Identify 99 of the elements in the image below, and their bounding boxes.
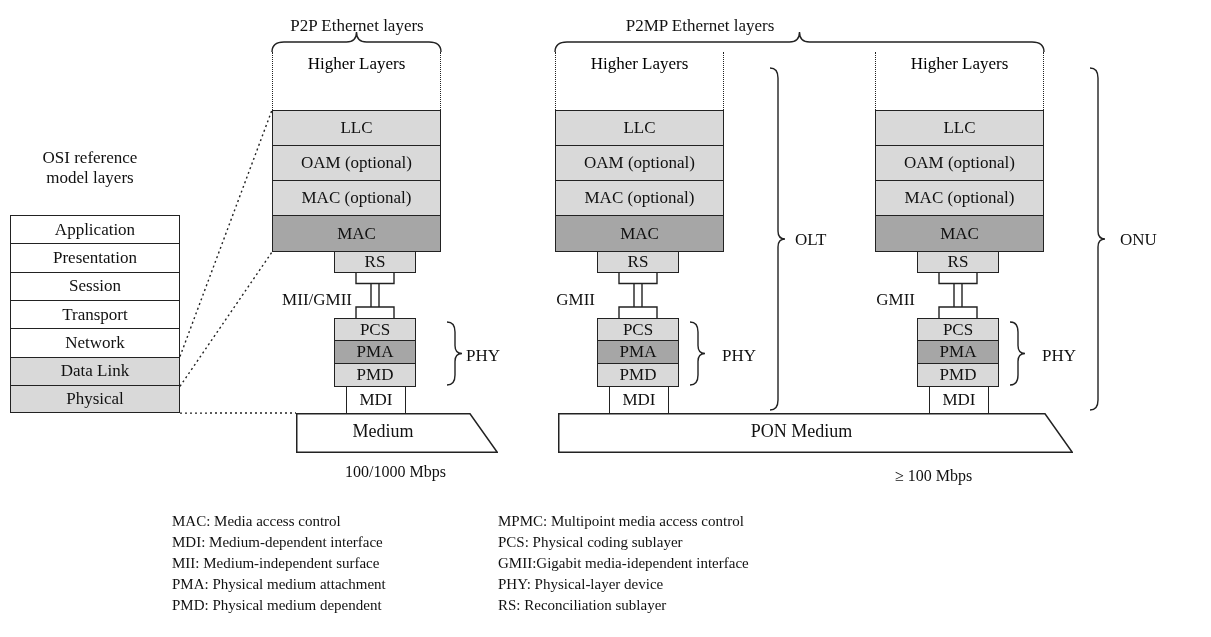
layer-label: PCS <box>942 319 974 340</box>
interface-connector <box>355 271 395 319</box>
layer-label: PMD <box>619 364 657 385</box>
abbreviation-note: PMA: Physical medium attachment <box>172 575 386 593</box>
layer-box <box>917 318 999 342</box>
layer-label: LLC <box>340 118 373 139</box>
layer-label: RS <box>364 251 386 272</box>
edge-label: MII/GMII <box>282 290 352 311</box>
text-label: P2MP Ethernet layers <box>624 16 776 37</box>
layer-label: PMA <box>619 342 657 363</box>
layer-label: Presentation <box>52 248 137 269</box>
layer-label: PCS <box>359 319 391 340</box>
layer-box <box>555 110 724 147</box>
edge-label: GMII <box>556 290 595 311</box>
abbreviation-note: MII: Medium-independent surface <box>172 554 380 572</box>
layer-label: RS <box>947 251 969 272</box>
layer-box <box>875 215 1044 252</box>
abbreviation-note: PMD: Physical medium dependent <box>172 596 382 614</box>
layer-label: MDI <box>942 389 976 410</box>
abbreviation-note: PCS: Physical coding sublayer <box>498 533 683 551</box>
layer-label: PMD <box>939 364 977 385</box>
layer-box <box>555 215 724 252</box>
layer-box <box>917 250 999 273</box>
layer-label: OAM (optional) <box>301 153 412 174</box>
layer-box <box>597 340 679 365</box>
layer-label: MAC <box>337 223 376 244</box>
layer-box <box>555 180 724 217</box>
layer-label: LLC <box>943 118 976 139</box>
layer-box <box>597 363 679 387</box>
medium-label: PON Medium <box>750 421 853 441</box>
layer-box <box>917 340 999 365</box>
layer-box <box>272 145 441 182</box>
layer-label: OAM (optional) <box>584 153 695 174</box>
layer-box <box>334 363 416 387</box>
layer-label: PCS <box>622 319 654 340</box>
text-label: PHY <box>466 346 500 367</box>
layer-label: Transport <box>62 304 128 325</box>
text-label: OLT <box>795 230 827 251</box>
layer-label: MDI <box>622 389 656 410</box>
layer-box <box>272 215 441 252</box>
speed-label: 100/1000 Mbps <box>345 462 446 482</box>
text-label: ONU <box>1120 230 1157 251</box>
layer-box <box>10 215 180 245</box>
layer-label: PMA <box>356 342 394 363</box>
layer-label: MDI <box>359 389 393 410</box>
text-label: PHY <box>1042 346 1076 367</box>
medium-label: Medium <box>352 421 414 441</box>
layer-box <box>10 271 180 302</box>
edge-label: GMII <box>876 290 915 311</box>
layer-box <box>272 110 441 147</box>
layer-box <box>334 318 416 342</box>
layer-label: Network <box>65 333 125 354</box>
layer-label: MAC <box>620 223 659 244</box>
layer-box <box>917 363 999 387</box>
layer-box <box>334 340 416 365</box>
leader-line <box>179 109 273 358</box>
layer-label: MAC (optional) <box>584 188 695 209</box>
abbreviation-note: MPMC: Multipoint media access control <box>498 512 744 530</box>
text-label: PHY <box>722 346 756 367</box>
abbreviation-note: PHY: Physical-layer device <box>498 575 664 593</box>
layer-box <box>10 384 180 414</box>
layer-label: LLC <box>623 118 656 139</box>
layer-label: MAC (optional) <box>904 188 1015 209</box>
layer-label: RS <box>627 251 649 272</box>
abbreviation-note: MDI: Medium-dependent interface <box>172 533 383 551</box>
layer-box <box>272 180 441 217</box>
layer-label: Session <box>69 276 121 297</box>
layer-label: Physical <box>66 388 124 409</box>
layer-box <box>597 250 679 273</box>
layer-label: Higher Layers <box>307 54 406 74</box>
layer-box <box>10 243 180 274</box>
layer-box <box>334 250 416 273</box>
abbreviation-note: RS: Reconciliation sublayer <box>498 596 667 614</box>
layer-box <box>10 328 180 358</box>
speed-label: ≥ 100 Mbps <box>895 466 973 486</box>
layer-label: MAC <box>940 223 979 244</box>
layer-label: Higher Layers <box>590 54 689 74</box>
layer-label: PMA <box>939 342 977 363</box>
leader-line <box>179 412 297 414</box>
layer-label: Higher Layers <box>910 54 1009 74</box>
interface-connector <box>938 271 978 319</box>
layer-box <box>10 356 180 387</box>
abbreviation-note: GMII:Gigabit media-idependent interface <box>498 554 749 572</box>
text-label: OSI reference model layers <box>41 148 139 189</box>
abbreviation-note: MAC: Media access control <box>172 512 341 530</box>
leader-line <box>179 251 273 387</box>
layer-label: PMD <box>356 364 394 385</box>
layer-box <box>597 318 679 342</box>
layer-box <box>555 145 724 182</box>
layer-label: Data Link <box>60 361 130 382</box>
layer-label: MAC (optional) <box>301 188 412 209</box>
layer-box <box>10 299 180 330</box>
layer-box <box>875 110 1044 147</box>
layer-box <box>875 145 1044 182</box>
layer-label: OAM (optional) <box>904 153 1015 174</box>
interface-connector <box>618 271 658 319</box>
layer-box <box>875 180 1044 217</box>
layer-label: Application <box>54 219 136 240</box>
text-label: P2P Ethernet layers <box>289 16 425 37</box>
